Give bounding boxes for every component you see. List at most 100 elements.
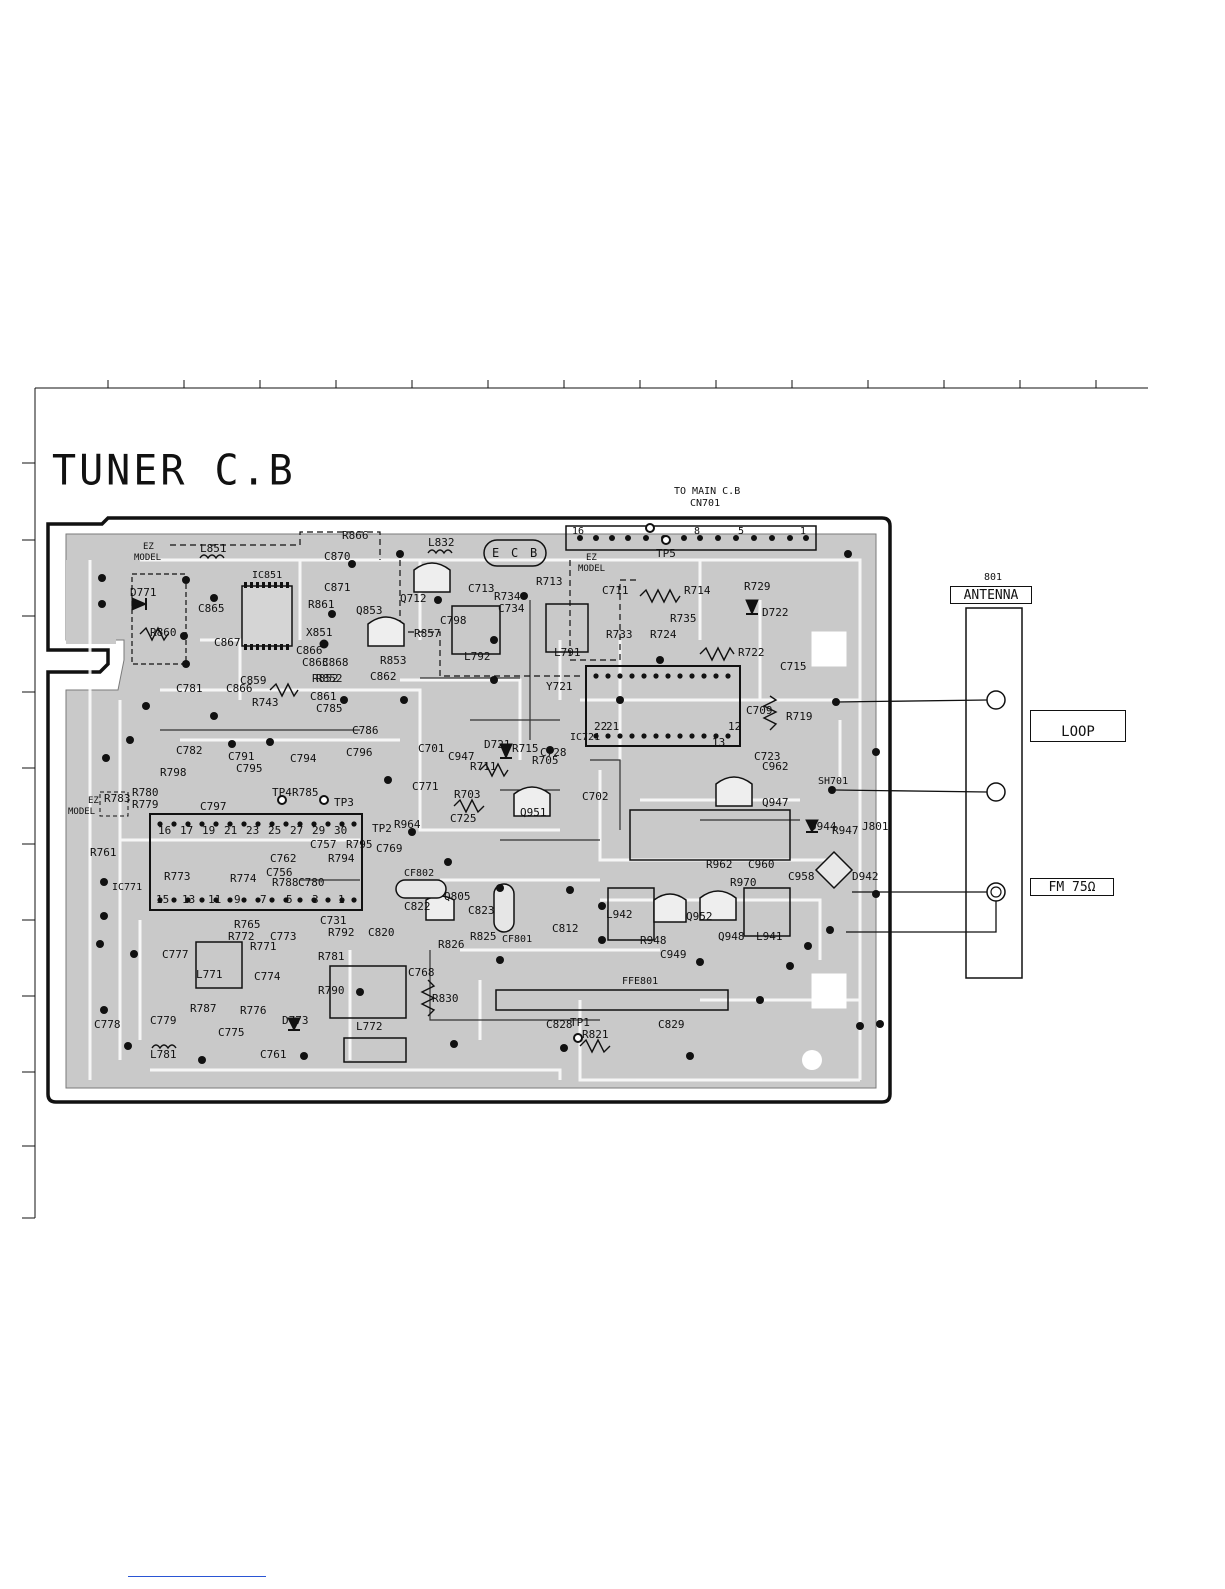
component-label-c761: C761 bbox=[260, 1048, 287, 1061]
svg-text:E: E bbox=[492, 546, 499, 560]
component-label-c711: C711 bbox=[602, 584, 629, 597]
component-label-r861: R861 bbox=[308, 598, 335, 611]
component-label-q947: Q947 bbox=[762, 796, 789, 809]
ic771-pin-bottom: 3 bbox=[312, 893, 319, 906]
board-outline bbox=[46, 516, 892, 1104]
ez-label-3a: EZ bbox=[586, 553, 597, 563]
component-label-c769: C769 bbox=[376, 842, 403, 855]
q711-pin-labels: E C B bbox=[492, 546, 537, 560]
mount-hole bbox=[802, 1050, 822, 1070]
component-label-c796: C796 bbox=[346, 746, 373, 759]
component-label-q853: Q853 bbox=[356, 604, 383, 617]
traces-dark bbox=[160, 600, 800, 1021]
component-label-r771: R771 bbox=[250, 940, 277, 953]
component-label-c728: C728 bbox=[540, 746, 567, 759]
component-label-c725: C725 bbox=[450, 812, 477, 825]
component-label-q712: Q712 bbox=[400, 592, 427, 605]
ez-label-2a: EZ bbox=[88, 796, 99, 806]
component-label-c779: C779 bbox=[150, 1014, 177, 1027]
component-label-tp5: TP5 bbox=[656, 547, 676, 560]
antenna-ref: 801 bbox=[984, 572, 1003, 583]
component-label-r783: R783 bbox=[104, 792, 131, 805]
component-label-c862: C862 bbox=[370, 670, 397, 683]
component-label-r962: R962 bbox=[706, 858, 733, 871]
component-label-c820: C820 bbox=[368, 926, 395, 939]
component-label-c812: C812 bbox=[552, 922, 579, 935]
component-label-c829: C829 bbox=[658, 1018, 685, 1031]
cn701-body bbox=[565, 525, 817, 551]
component-label-r722: R722 bbox=[738, 646, 765, 659]
component-label-ic771: IC771 bbox=[112, 882, 142, 893]
component-label-r826: R826 bbox=[438, 938, 465, 951]
ic771-pin-top: 16 bbox=[158, 824, 171, 837]
component-label-c822: C822 bbox=[404, 900, 431, 913]
component-label-c785: C785 bbox=[316, 702, 343, 715]
component-label-c870: C870 bbox=[324, 550, 351, 563]
component-label-r703: R703 bbox=[454, 788, 481, 801]
ic771-pin-top: 23 bbox=[246, 824, 259, 837]
component-label-r857: R857 bbox=[414, 627, 441, 640]
pads bbox=[96, 523, 884, 1064]
component-label-l772: L772 bbox=[356, 1020, 383, 1033]
component-label-tp2: TP2 bbox=[372, 822, 392, 835]
component-label-c731: C731 bbox=[320, 914, 347, 927]
component-label-c794: C794 bbox=[290, 752, 317, 765]
coils bbox=[151, 549, 453, 1050]
component-label-tp3: TP3 bbox=[334, 796, 354, 809]
ic771-pin-bottom: 7 bbox=[260, 893, 267, 906]
component-label-l942: L942 bbox=[606, 908, 633, 921]
component-label-r792: R792 bbox=[328, 926, 355, 939]
ic721-pin-labels: 22 21 13 12 bbox=[594, 720, 741, 749]
component-label-c861: C861 bbox=[310, 690, 337, 703]
ic771-pin-bottom: 1 bbox=[338, 893, 345, 906]
component-label-l851: L851 bbox=[200, 542, 227, 555]
l771-body bbox=[195, 941, 243, 989]
component-label-l781: L781 bbox=[150, 1048, 177, 1061]
d942 bbox=[814, 850, 854, 890]
fm-label: FM 75Ω bbox=[1030, 878, 1114, 896]
component-label-ic721: IC721 bbox=[570, 732, 600, 743]
copper-area bbox=[65, 533, 877, 1089]
component-label-c791: C791 bbox=[228, 750, 255, 763]
svg-text:21: 21 bbox=[606, 720, 619, 733]
component-label-r724: R724 bbox=[650, 628, 677, 641]
page-title: TUNER C.B bbox=[52, 446, 296, 496]
ic851 bbox=[241, 582, 293, 650]
component-label-d942: D942 bbox=[852, 870, 879, 883]
svg-text:13: 13 bbox=[712, 736, 725, 749]
l792-body bbox=[451, 605, 501, 655]
component-label-c709: C709 bbox=[746, 704, 773, 717]
component-label-d773: D773 bbox=[282, 1014, 309, 1027]
component-label-r743: R743 bbox=[252, 696, 279, 709]
component-label-c798: C798 bbox=[440, 614, 467, 627]
component-label-tp1: TP1 bbox=[570, 1016, 590, 1029]
antenna-terminal-fm-inner bbox=[990, 886, 1002, 898]
component-label-l832: L832 bbox=[428, 536, 455, 549]
component-label-c778: C778 bbox=[94, 1018, 121, 1031]
component-label-c962: C962 bbox=[762, 760, 789, 773]
antenna-terminal-fm-outer bbox=[986, 882, 1006, 902]
antenna-body bbox=[965, 607, 1023, 979]
component-label-c701: C701 bbox=[418, 742, 445, 755]
component-label-r788: R788 bbox=[272, 876, 299, 889]
component-label-c828: C828 bbox=[546, 1018, 573, 1031]
ic771-pin-top: 29 bbox=[312, 824, 325, 837]
component-label-c958: C958 bbox=[788, 870, 815, 883]
left-ticks bbox=[22, 462, 35, 1147]
svg-text:B: B bbox=[530, 546, 537, 560]
component-label-c768: C768 bbox=[408, 966, 435, 979]
component-label-r964: R964 bbox=[394, 818, 421, 831]
component-label-r798: R798 bbox=[160, 766, 187, 779]
antenna-terminal-loop-2 bbox=[986, 782, 1006, 802]
component-label-r860: R860 bbox=[150, 626, 177, 639]
component-label-l792: L792 bbox=[464, 650, 491, 663]
component-label-r772: R772 bbox=[228, 930, 255, 943]
component-label-r761: R761 bbox=[90, 846, 117, 859]
component-label-r794: R794 bbox=[328, 852, 355, 865]
component-label-r733: R733 bbox=[606, 628, 633, 641]
cf801 bbox=[493, 883, 515, 933]
component-label-ffe801: FFE801 bbox=[622, 976, 658, 987]
